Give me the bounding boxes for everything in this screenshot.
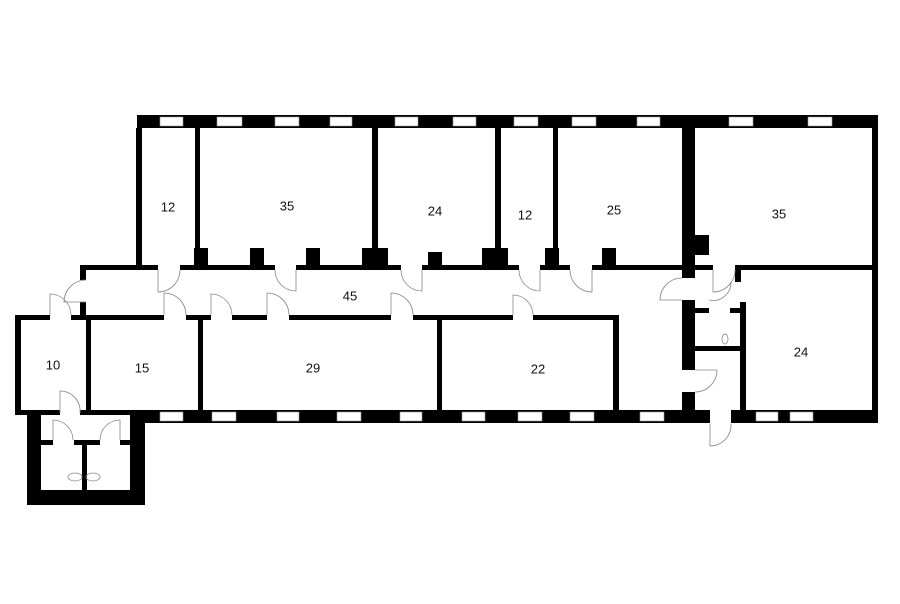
room-label: 25	[607, 202, 621, 217]
walls	[15, 115, 878, 505]
doors	[49, 269, 736, 447]
room-label: 35	[772, 206, 786, 221]
room-label: 12	[518, 207, 532, 222]
room-label: 45	[343, 288, 357, 303]
windows	[159, 116, 833, 424]
toilet-icon	[85, 472, 101, 482]
room-labels: 12 35 24 12 25 35 45 10 15 29 22 24	[46, 198, 808, 376]
room-label: 29	[306, 360, 320, 375]
room-label: 24	[794, 344, 808, 359]
room-label: 24	[428, 203, 442, 218]
room-label: 12	[161, 199, 175, 214]
room-label: 10	[46, 357, 60, 372]
room-label: 35	[280, 198, 294, 213]
room-label: 22	[531, 361, 545, 376]
fixtures	[67, 333, 729, 482]
toilet-icon	[67, 472, 83, 482]
toilet-icon	[721, 333, 729, 345]
room-label: 15	[135, 360, 149, 375]
